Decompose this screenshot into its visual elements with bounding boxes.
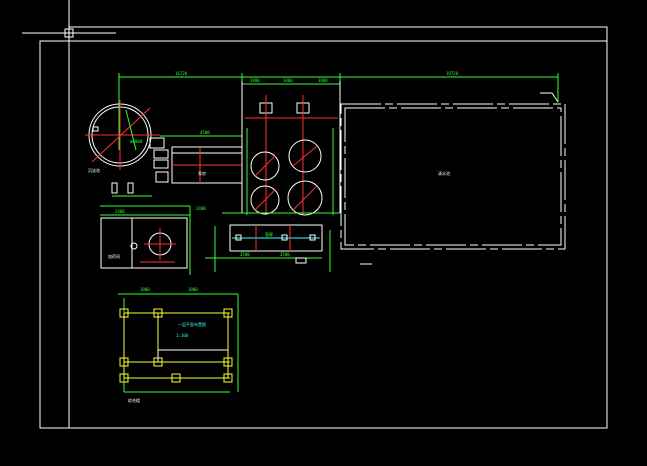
column-grid-plan[interactable]: 一层平面布置图 1:100 1800 1800 综合楼	[118, 287, 239, 403]
dim-a3: 3800	[318, 78, 328, 83]
bottom-title-label: 一层平面布置图	[178, 321, 206, 327]
top-dimension-line: 16720 19720 3800 3800 3800	[118, 71, 559, 150]
column-marker	[119, 357, 129, 367]
sub-dim-2: 1800	[188, 287, 198, 292]
equipment-cluster[interactable]: 4500	[111, 130, 242, 197]
mid-bottom-label: 管廊	[265, 231, 273, 237]
dim-c3: 2400	[196, 206, 206, 211]
column-marker	[153, 308, 163, 318]
dim-top-left: 16720	[175, 71, 188, 76]
outer-frame	[39, 40, 608, 429]
column-marker	[223, 308, 233, 318]
dim-c1: 3500	[240, 252, 250, 257]
bottom-sub-label: 1:100	[176, 333, 189, 338]
tank-diameter-label: ø8000	[130, 139, 143, 144]
room-middle-label: 泵房	[198, 170, 206, 176]
middle-building[interactable]: 泵房	[171, 146, 243, 184]
left-label: 沉淀池	[88, 167, 100, 173]
pipe-gallery[interactable]: 管廊 3500 3500 2400	[196, 206, 340, 272]
column-marker	[223, 357, 233, 367]
lower-room-label: 加药间	[108, 253, 120, 259]
sub-dim-1: 1800	[140, 287, 150, 292]
column-marker	[223, 373, 233, 383]
column-marker	[119, 308, 129, 318]
dim-c2: 3500	[280, 252, 290, 257]
circular-tank[interactable]: ø8000 沉淀池	[85, 100, 160, 173]
dosing-room[interactable]: 2400 加药间	[100, 205, 216, 275]
bottom-label: 综合楼	[128, 397, 140, 403]
dim-b1: 4500	[200, 130, 210, 135]
dim-d1: 2400	[115, 209, 125, 214]
column-marker	[119, 373, 129, 383]
column-marker	[153, 357, 163, 367]
inner-frame	[68, 26, 608, 429]
dim-a2: 3800	[283, 78, 293, 83]
clear-water-tank[interactable]: 清水池	[340, 92, 566, 265]
crosshair-icon	[22, 0, 116, 80]
dim-top-right: 19720	[446, 71, 459, 76]
filter-array[interactable]	[241, 81, 341, 216]
column-marker	[171, 373, 181, 383]
room-right-label: 清水池	[438, 170, 450, 176]
dim-a1: 3800	[250, 78, 260, 83]
